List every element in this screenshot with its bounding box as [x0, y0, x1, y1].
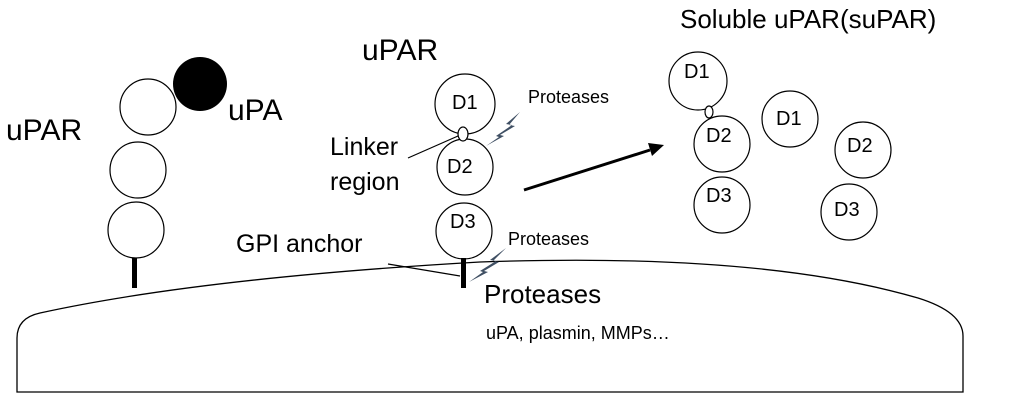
free-domain-d2: [834, 121, 892, 179]
free-d2-label: D2: [847, 135, 873, 157]
sol-d3-label: D3: [706, 185, 732, 207]
sol-domain-d2: [693, 115, 751, 173]
sol-d2-label: D2: [706, 125, 732, 147]
cleaved-domain-d1: [761, 90, 819, 148]
anchor-bar-icon: [132, 258, 137, 288]
label-gpi-anchor: GPI anchor: [236, 230, 362, 258]
lightning-bolt-icon: [486, 112, 520, 146]
left-domain-d3: [107, 201, 165, 259]
label-upar-left: uPAR: [6, 114, 82, 147]
left-domain-d2: [109, 141, 167, 199]
label-upar-mid: uPAR: [362, 34, 438, 67]
membrane-upar-mid: [434, 73, 496, 288]
free-d3-label: D3: [834, 199, 860, 221]
mid-d1-label: D1: [452, 92, 478, 114]
cleaved-domains-d2-d3: [820, 121, 892, 241]
membrane-upar-left: [107, 57, 227, 288]
label-upa: uPA: [228, 94, 282, 127]
label-linker-line2: region: [330, 168, 400, 196]
label-proteases-big: Proteases: [484, 279, 601, 309]
free-domain-d3: [820, 183, 878, 241]
left-domain-d1: [119, 78, 177, 136]
release-arrow-head: [648, 143, 664, 156]
mid-d3-label: D3: [450, 211, 476, 233]
linker-region-ellipse: [457, 126, 469, 142]
sol-domain-d3: [693, 176, 751, 234]
label-proteases-top: Proteases: [528, 87, 609, 107]
soluble-upar-intact: [668, 51, 751, 234]
gpi-pointer-line: [387, 263, 461, 277]
free-domain-d1: [761, 90, 819, 148]
upa-ligand: [173, 57, 227, 111]
sol-linker-ellipse: [704, 105, 714, 119]
sol-domain-d1: [668, 51, 728, 111]
linker-pointer-line: [407, 135, 459, 159]
label-proteases-anchor: Proteases: [508, 229, 589, 249]
label-soluble-title: Soluble uPAR(suPAR): [680, 4, 936, 34]
release-arrow-line: [523, 148, 651, 192]
sol-d1-label: D1: [684, 61, 710, 83]
anchor-bar-icon: [461, 258, 466, 288]
mid-d2-label: D2: [447, 156, 473, 178]
label-linker-line1: Linker: [330, 133, 398, 161]
lightning-bolt-icon: [469, 248, 506, 282]
label-protease-list: uPA, plasmin, MMPs…: [486, 323, 670, 343]
free-d1-label: D1: [776, 108, 802, 130]
cell-membrane: [16, 259, 964, 393]
